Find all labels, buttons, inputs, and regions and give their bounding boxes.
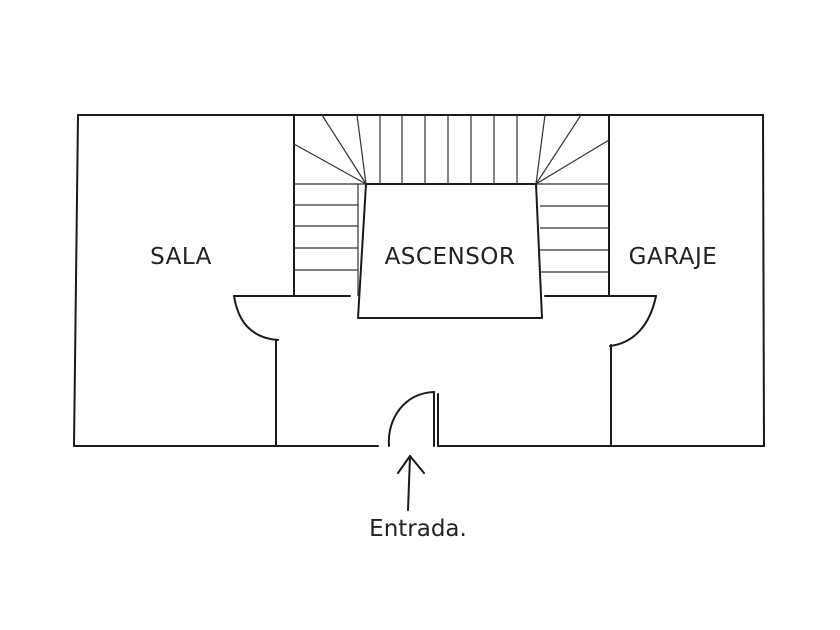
elevator-shaft (357, 183, 543, 319)
stair-winders (293, 114, 610, 185)
outer-walls (73, 114, 765, 447)
right-wall (762, 114, 765, 447)
entrance-label: Entrada. (369, 516, 467, 542)
landing-curve-right (609, 295, 657, 347)
door-swing-arc (387, 391, 435, 447)
landing (233, 295, 657, 347)
stair-top-steps (379, 115, 518, 184)
arrow-shaft (407, 455, 411, 511)
elevator-walls (357, 183, 543, 319)
stair-right-steps (540, 205, 609, 273)
landing-curve-left (233, 295, 279, 341)
stair-winder-line (321, 114, 367, 185)
stair-winder-line (535, 139, 610, 185)
left-wall (73, 114, 79, 447)
stair-winder-line (535, 114, 546, 185)
stair-winder-line (293, 143, 367, 185)
arrow-head (397, 455, 425, 474)
room-dividers (275, 114, 612, 447)
stair-left-steps (294, 204, 358, 271)
staircase (293, 114, 610, 296)
entry-arrow (397, 455, 425, 511)
room-label-garaje: GARAJE (629, 244, 718, 270)
room-label-ascensor: ASCENSOR (385, 244, 516, 270)
stair-winder-line (535, 114, 582, 185)
stair-winder-line (356, 114, 367, 185)
entrance-door[interactable] (387, 391, 439, 447)
room-label-sala: SALA (150, 244, 212, 270)
